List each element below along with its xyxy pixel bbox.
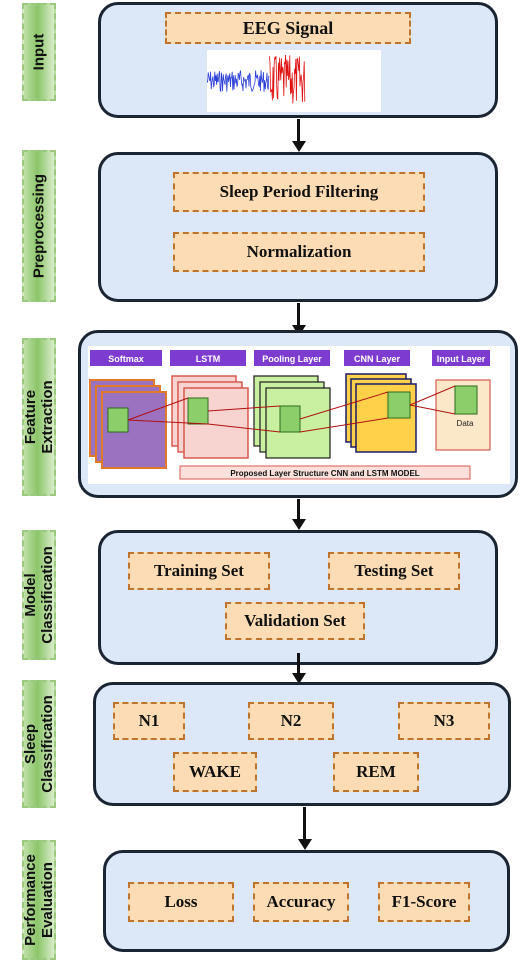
stage-label-input: Input [22,3,56,101]
stage-label-preprocessing: Preprocessing [22,150,56,302]
softmax-header [90,350,162,366]
sleep-classification-panel [93,682,511,806]
layer-headers: Softmax LSTM Pooling Layer CNN Layer Inp… [90,350,490,366]
input-layer-block: Data [435,379,491,451]
lstm-header-label: LSTM [196,354,221,364]
n3-chip: N3 [398,702,490,740]
lstm-kernel [187,397,209,425]
validation-set-label: Validation Set [244,611,346,630]
f1-score-label: F1-Score [391,892,457,911]
loss-label: Loss [164,892,198,911]
connection-lines [127,385,456,433]
cnn-lstm-architecture-diagram: Softmax LSTM Pooling Layer CNN Layer Inp… [88,346,510,484]
cnn-header [344,350,410,366]
loss-chip: Loss [128,882,234,922]
stage-label-performance-evaluation: Performance Evaluation [22,840,56,960]
pooling-header [254,350,330,366]
testing-set-label: Testing Set [354,561,434,580]
n1-chip: N1 [113,702,185,740]
pooling-stack [253,375,331,459]
softmax-header-label: Softmax [108,354,144,364]
data-label: Data [457,419,474,428]
arrow-input-to-preprocessing [297,119,300,143]
input-kernel [454,385,478,415]
model-classification-panel [98,530,498,665]
f1-score-chip: F1-Score [378,882,470,922]
training-set-label: Training Set [154,561,244,580]
input-layer-header [432,350,490,366]
cnn-kernel [387,391,411,419]
arrow-model-to-sleep [297,653,300,675]
n3-label: N3 [433,711,455,730]
eeg-waveform-image [207,50,381,112]
arrow-preprocessing-to-feature [297,303,300,327]
wake-label: WAKE [189,762,241,781]
rem-label: REM [356,762,396,781]
normalization-chip: Normalization [173,232,425,272]
cnn-stack [345,373,417,453]
pooling-header-label: Pooling Layer [262,354,322,364]
normalization-label: Normalization [246,242,352,261]
training-set-chip: Training Set [128,552,270,590]
testing-set-chip: Testing Set [328,552,460,590]
n2-chip: N2 [248,702,334,740]
stage-label-model-classification: Model Classification [22,530,56,660]
cnn-header-label: CNN Layer [354,354,401,364]
architecture-caption-box [179,465,471,480]
wake-chip: WAKE [173,752,257,792]
lstm-stack [171,375,249,459]
eeg-signal-chip: EEG Signal [165,12,411,44]
eeg-signal-label: EEG Signal [242,17,334,38]
arrow-feature-to-model [297,499,300,521]
n2-label: N2 [280,711,302,730]
input-layer-header-label: Input Layer [437,354,486,364]
stage-label-sleep-classification: Sleep Classification [22,680,56,808]
architecture-caption: Proposed Layer Structure CNN and LSTM MO… [230,469,419,478]
softmax-stack [89,379,167,469]
stage-label-feature-extraction: Feature Extraction [22,338,56,496]
accuracy-chip: Accuracy [253,882,349,922]
sleep-period-filtering-label: Sleep Period Filtering [219,182,379,201]
arrow-sleep-to-performance [303,807,306,841]
softmax-kernel [107,407,129,433]
pooling-kernel [279,405,301,433]
rem-chip: REM [333,752,419,792]
sleep-period-filtering-chip: Sleep Period Filtering [173,172,425,212]
accuracy-label: Accuracy [266,892,336,911]
lstm-header [170,350,246,366]
n1-label: N1 [138,711,160,730]
validation-set-chip: Validation Set [225,602,365,640]
